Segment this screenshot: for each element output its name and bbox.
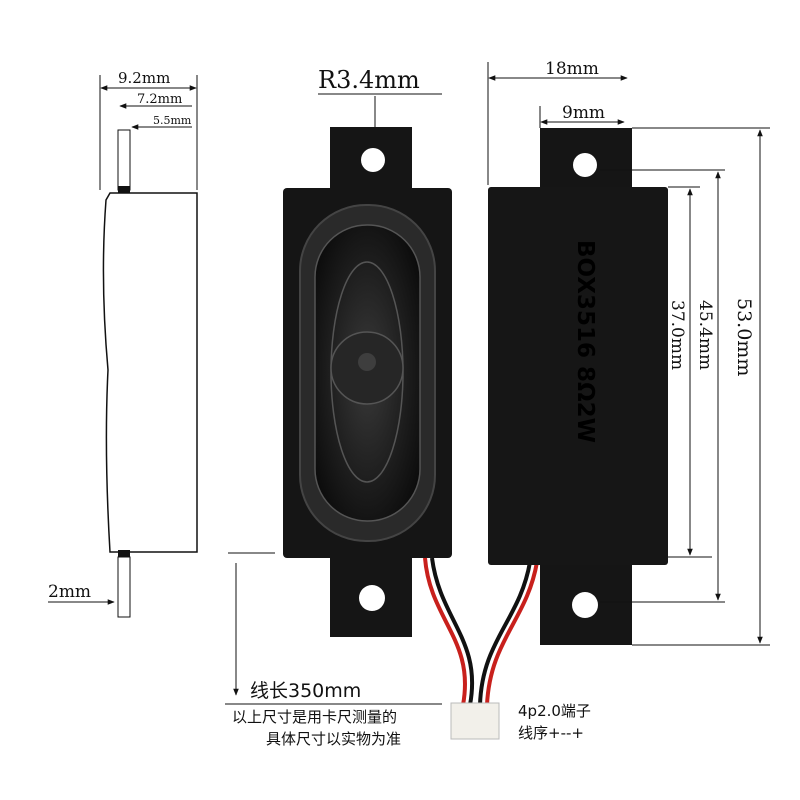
side-view: 9.2mm 7.2mm 5.5mm 2mm: [48, 69, 198, 618]
dim-label-53mm: 53.0mm: [733, 298, 755, 376]
dim-label-18mm: 18mm: [545, 59, 599, 79]
front-view: R3.4mm: [283, 66, 452, 637]
dim-label-37mm: 37.0mm: [667, 300, 687, 370]
mount-hole: [573, 153, 597, 177]
speaker-back-body: [488, 187, 668, 565]
mount-hole: [572, 592, 598, 618]
dim-label-5-5: 5.5mm: [153, 114, 192, 127]
note-line-2: 具体尺寸以实物为准: [266, 730, 401, 748]
side-bottom-tab: [117, 556, 131, 618]
note-line-1: 以上尺寸是用卡尺测量的: [232, 708, 397, 726]
dim-label-9-2: 9.2mm: [118, 69, 170, 87]
dim-label-45-4mm: 45.4mm: [695, 300, 715, 370]
mount-hole: [361, 148, 385, 172]
notes: 线长350mm 以上尺寸是用卡尺测量的 具体尺寸以实物为准 4p2.0端子 线序…: [225, 552, 591, 748]
wire-order-label: 线序+--+: [518, 724, 584, 742]
wires: [423, 557, 539, 740]
mount-hole: [359, 585, 385, 611]
dim-label-7-2: 7.2mm: [137, 92, 182, 107]
dim-label-radius: R3.4mm: [318, 66, 420, 94]
dim-label-2mm: 2mm: [48, 582, 91, 602]
back-view: 18mm 9mm BOX3516 8Ω2W 53.0mm 45.4mm 37.0…: [487, 59, 770, 646]
dim-label-9mm: 9mm: [562, 103, 605, 123]
side-body: [102, 192, 198, 553]
wire-length-label: 线长350mm: [250, 680, 361, 702]
side-top-tab: [117, 129, 131, 191]
connector-label: 4p2.0端子: [518, 702, 591, 720]
model-label: BOX3516 8Ω2W: [572, 240, 598, 443]
connector-4p: [450, 702, 500, 740]
